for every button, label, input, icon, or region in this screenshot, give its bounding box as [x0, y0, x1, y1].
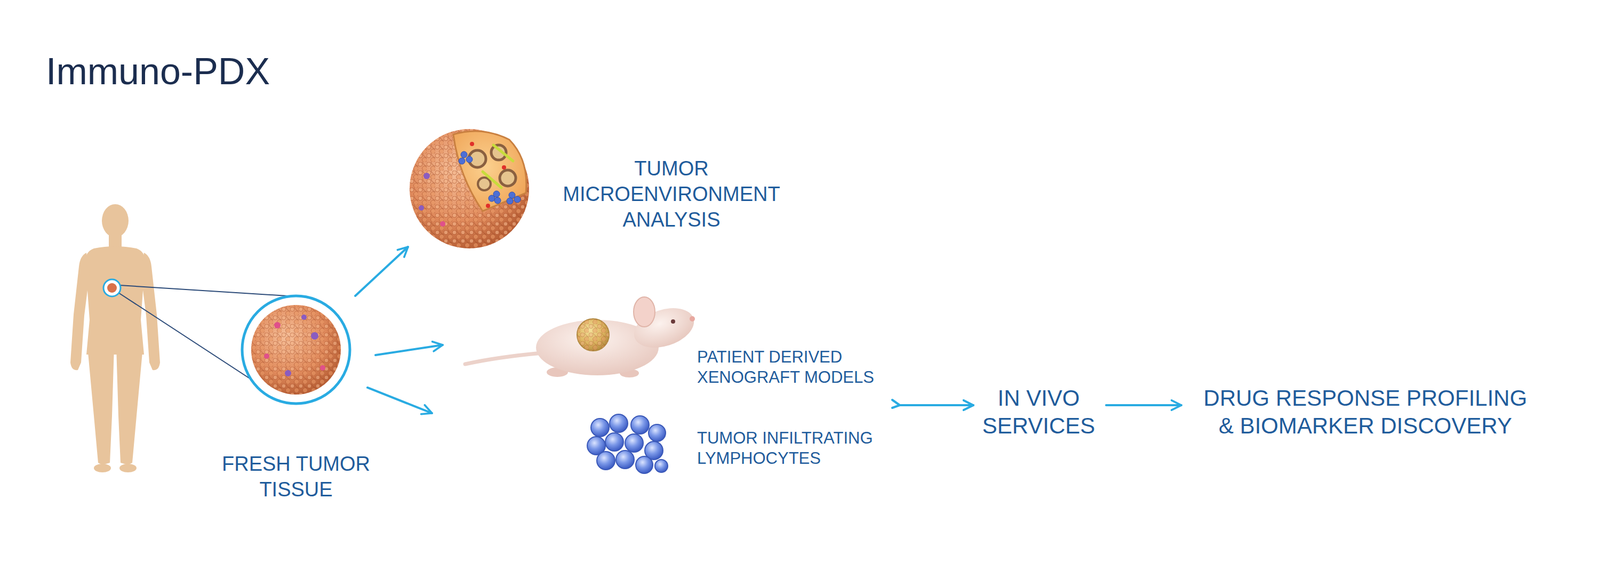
tumor-body	[251, 305, 341, 395]
flow-arrow	[1106, 404, 1182, 407]
sphere-texture	[409, 129, 530, 249]
xenograft-model-step: PATIENT DERIVED XENOGRAFT MODELS	[442, 298, 893, 400]
xenograft-tumor	[577, 318, 610, 351]
flow-arrow	[355, 246, 408, 296]
cell-dot	[423, 172, 430, 180]
zoom-line	[119, 285, 296, 297]
head-shape	[101, 204, 129, 238]
ring-outline	[242, 296, 350, 404]
cell-dot	[310, 332, 319, 340]
service-step: IN VIVO SERVICES	[973, 378, 1107, 446]
mouse-nose	[689, 316, 695, 322]
tumor-texture	[251, 305, 341, 395]
arm-shape	[70, 252, 90, 371]
cell-dot	[320, 365, 326, 371]
human-silhouette	[70, 204, 160, 473]
flow-arrow	[892, 405, 974, 408]
cut-interior	[453, 131, 527, 212]
step-label: TUMOR MICROENVIRONMENT ANALYSIS	[546, 155, 797, 233]
xenograft-texture	[577, 318, 610, 351]
cell-dot	[485, 203, 491, 208]
zoom-line	[118, 292, 253, 381]
tumor-ring	[240, 293, 352, 406]
tumor-site-marker	[103, 279, 121, 297]
cell-dot	[264, 353, 270, 359]
analysis-step: TUMOR MICROENVIRONMENT ANALYSIS	[408, 125, 814, 254]
cell-dot	[501, 165, 507, 170]
lymphocyte-step: TUMOR INFILTRATING LYMPHOCYTES	[432, 408, 893, 478]
cell-dot	[284, 370, 292, 377]
tumor-sphere	[242, 296, 350, 404]
leg-shape	[116, 346, 143, 466]
flow-arrow	[367, 387, 432, 414]
sphere-body	[409, 129, 530, 249]
cell-dot	[469, 141, 475, 147]
step-label: DRUG RESPONSE PROFILING & BIOMARKER DISC…	[1197, 384, 1533, 440]
mouse-ear	[633, 297, 655, 327]
flow-arrow	[375, 345, 443, 356]
tumor-site	[107, 283, 117, 293]
foot-shape	[93, 464, 111, 473]
fibre-strand	[493, 145, 514, 162]
mouse-eye	[670, 319, 676, 324]
cell-dot	[301, 314, 307, 320]
tumor-ground	[242, 296, 350, 404]
tumor-cell	[477, 177, 491, 191]
torso-shape	[85, 246, 146, 355]
mouse-illustration	[465, 297, 700, 378]
arm-shape	[140, 252, 160, 371]
cell-dot	[274, 322, 281, 329]
step-label: PATIENT DERIVED XENOGRAFT MODELS	[697, 347, 890, 388]
lymphocyte-cluster	[587, 414, 668, 474]
step-label: IN VIVO SERVICES	[974, 384, 1103, 440]
outcome-step: DRUG RESPONSE PROFILING & BIOMARKER DISC…	[1181, 378, 1550, 446]
fibre-strand	[482, 171, 502, 188]
step-label: TUMOR INFILTRATING LYMPHOCYTES	[697, 428, 890, 469]
diagram-title: Immuno-PDX	[45, 49, 270, 94]
tumor-tissue-circle: FRESH TUMOR TISSUE	[240, 293, 352, 406]
cell-dot	[440, 221, 446, 227]
step-label: FRESH TUMOR TISSUE	[208, 451, 384, 503]
microenvironment-sphere	[409, 129, 530, 249]
leg-shape	[87, 346, 115, 466]
foot-shape	[119, 464, 137, 473]
cell-dot	[418, 205, 424, 211]
tumor-cell	[499, 170, 516, 187]
